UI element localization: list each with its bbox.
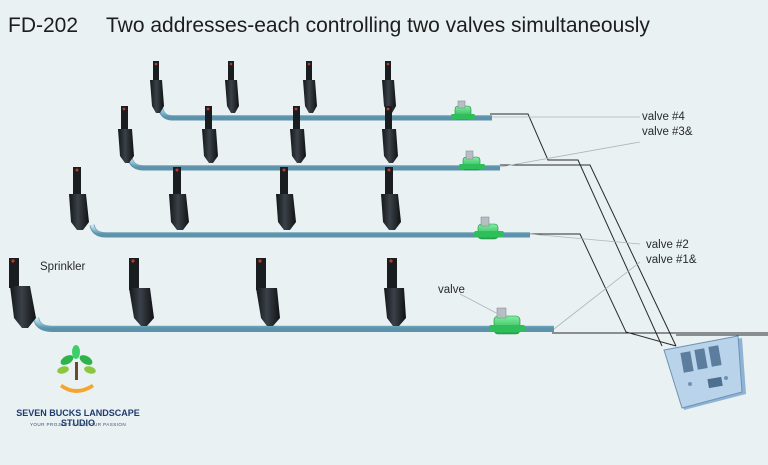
pipe-row-3 (127, 157, 500, 171)
sprinkler-head (382, 61, 396, 113)
sprinkler-head (202, 106, 218, 163)
diagram-title: Two addresses-each controlling two valve… (106, 14, 650, 37)
brand-tagline: YOUR PROJECT CARE, OUR PASSION (29, 422, 127, 427)
sprinkler-head (150, 61, 164, 113)
sprinkler-head (290, 106, 306, 163)
valves (451, 100, 525, 335)
sprinkler-head (384, 258, 406, 326)
valve-4-label: valve #4 (642, 111, 685, 123)
sprinkler-head (256, 258, 280, 326)
sprinkler-head (69, 167, 89, 230)
sprinkler-head (118, 106, 134, 163)
sprinkler-row-1 (9, 258, 406, 328)
valve-1-icon (489, 307, 525, 335)
diagram-code: FD-202 (8, 14, 79, 37)
valve-2-icon (474, 216, 504, 240)
brand-name: SEVEN BUCKS LANDSCAPE STUDIO (16, 408, 140, 428)
valve-1-label: valve #1& (646, 254, 697, 266)
sprinkler-row-2 (69, 167, 401, 230)
label-leaders (459, 116, 641, 330)
sprinkler-head (169, 167, 189, 230)
valve-3-icon (459, 150, 485, 171)
sprinkler-head (225, 61, 239, 113)
sprinkler-label: Sprinkler (40, 261, 86, 273)
sprinkler-head (9, 258, 36, 328)
tree-hand-logo (57, 345, 96, 393)
valve-label: valve (438, 284, 465, 296)
pipe-row-1 (33, 317, 554, 332)
sprinkler-row-4 (150, 61, 396, 113)
sprinkler-row-3 (118, 106, 398, 163)
valve-4-icon (451, 100, 475, 120)
valve-2-label: valve #2 (646, 239, 689, 251)
wire-valve-4 (490, 113, 663, 347)
wire-valve-2 (530, 233, 677, 347)
pipe-row-2 (89, 224, 530, 238)
sprinkler-head (129, 258, 154, 326)
controller-box (663, 335, 746, 410)
sprinkler-head (303, 61, 317, 113)
control-wires (490, 113, 768, 347)
wire-valve-3 (500, 164, 677, 347)
sprinkler-head (382, 106, 398, 163)
valve-3-label: valve #3& (642, 126, 693, 138)
sprinkler-head (276, 167, 296, 230)
sprinkler-head (381, 167, 401, 230)
